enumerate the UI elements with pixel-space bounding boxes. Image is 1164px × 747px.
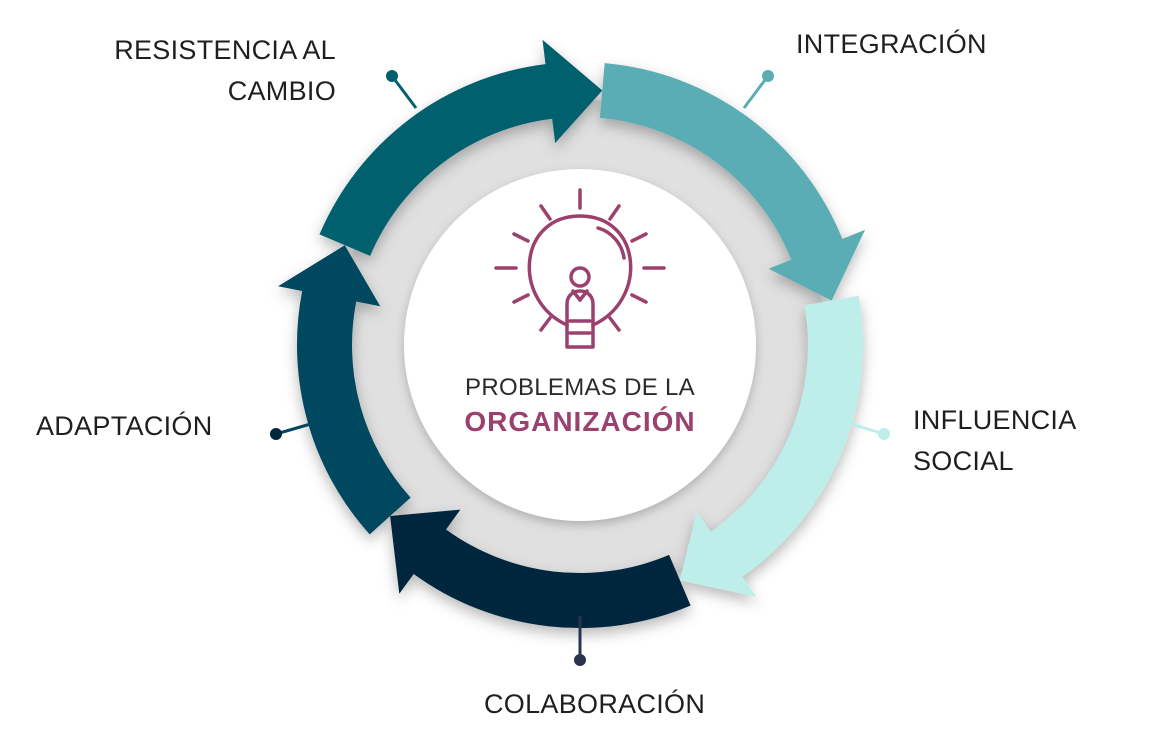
arrow-integracion	[599, 63, 866, 301]
connector-dot-integracion	[762, 70, 774, 82]
stage-label-resistencia-line2: CAMBIO	[227, 76, 336, 106]
stage-label-integracion: INTEGRACIÓN	[796, 24, 987, 65]
connector-dot-adaptacion	[270, 428, 282, 440]
center-title-line2: ORGANIZACIÓN	[464, 406, 696, 437]
arrow-colaboracion	[390, 509, 691, 629]
connector-integracion	[742, 75, 770, 109]
stage-label-colaboracion: COLABORACIÓN	[484, 684, 705, 725]
stage-label-influencia-line2: SOCIAL	[913, 446, 1014, 476]
stage-label-resistencia-line1: RESISTENCIA AL	[114, 35, 336, 65]
connector-dot-resistencia	[386, 70, 398, 82]
cycle-arrows	[278, 39, 866, 629]
stage-label-colaboracion-line1: COLABORACIÓN	[484, 689, 706, 719]
arrow-resistencia	[319, 39, 603, 256]
lightbulb-person-icon	[494, 188, 666, 349]
center-disc	[404, 169, 756, 521]
stage-label-adaptacion: ADAPTACIÓN	[36, 406, 213, 447]
arrow-adaptacion	[278, 245, 411, 535]
connector-influencia	[847, 421, 885, 436]
center-title-line1: PROBLEMAS DE LA	[465, 374, 695, 401]
connector-dot-colaboracion	[574, 654, 586, 666]
stage-label-adaptacion-line1: ADAPTACIÓN	[36, 411, 213, 441]
stage-label-influencia: INFLUENCIA SOCIAL	[913, 400, 1077, 482]
stage-label-resistencia: RESISTENCIA AL CAMBIO	[110, 30, 336, 112]
stage-label-integracion-line1: INTEGRACIÓN	[796, 29, 987, 59]
connector-adaptacion	[275, 421, 315, 436]
connector-resistencia	[390, 75, 418, 109]
stage-label-influencia-line1: INFLUENCIA	[913, 405, 1077, 435]
center-title: PROBLEMAS DE LA ORGANIZACIÓN	[380, 372, 780, 440]
connector-dot-influencia	[878, 428, 890, 440]
connectors	[270, 70, 890, 666]
arrow-influencia	[679, 295, 863, 597]
